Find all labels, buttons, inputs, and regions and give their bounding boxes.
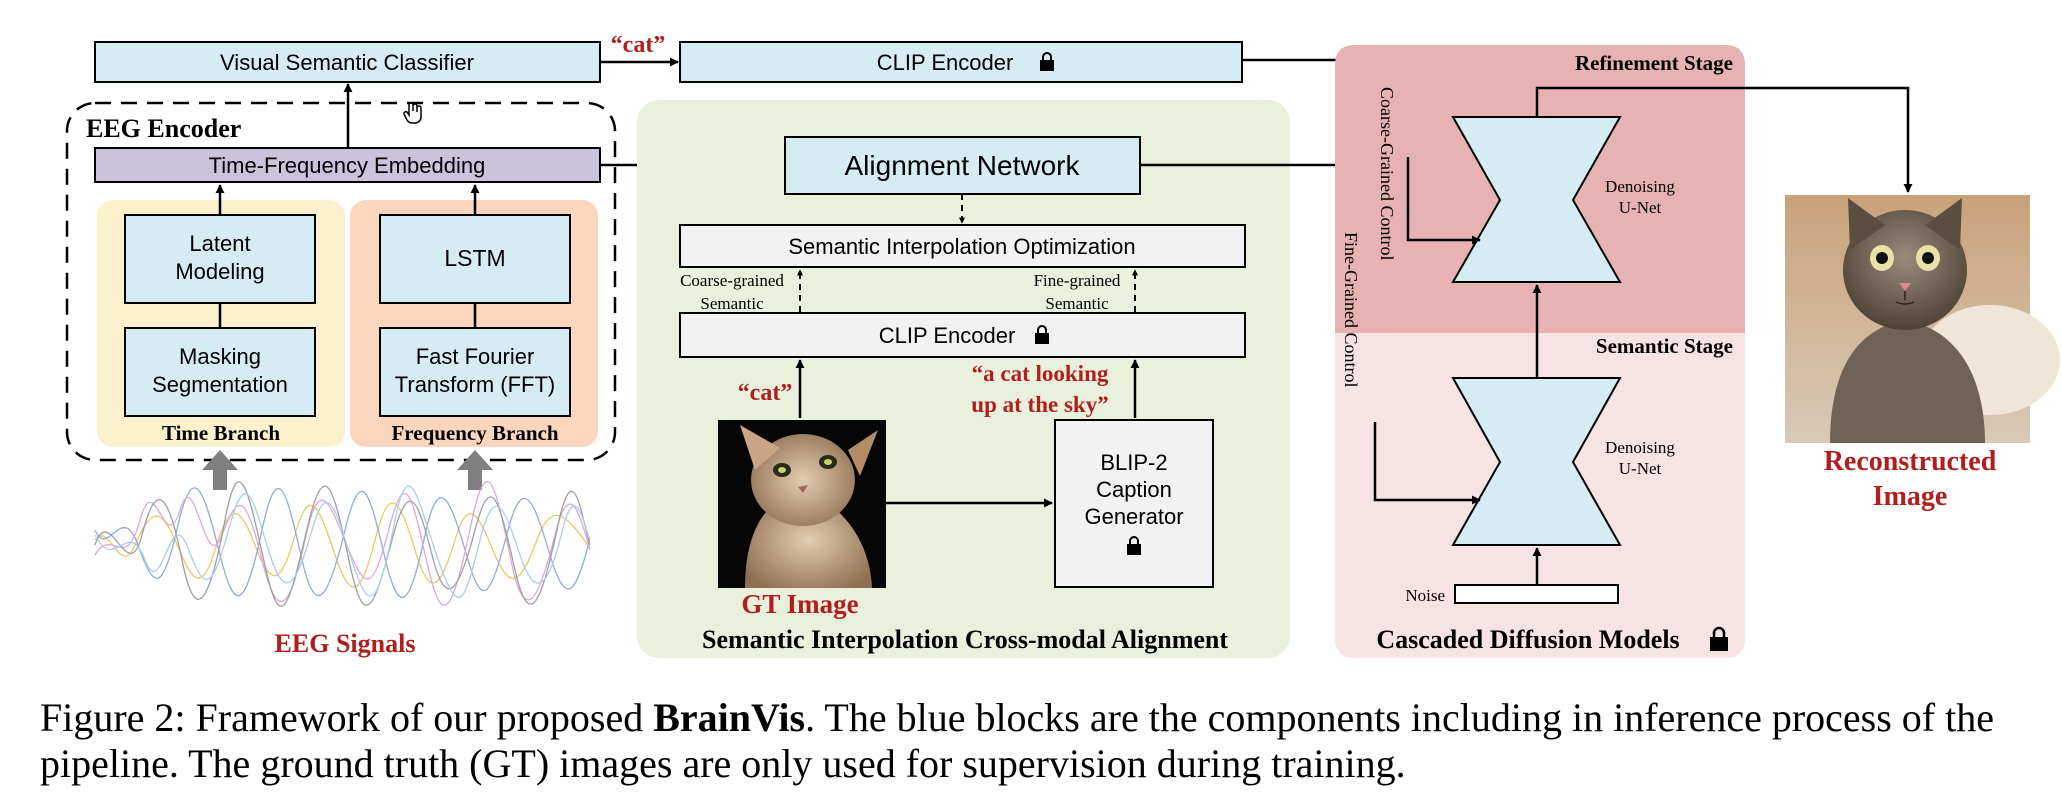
denoising-unet-refinement	[1451, 116, 1622, 283]
alignment-panel-title: Semantic Interpolation Cross-modal Align…	[702, 625, 1228, 654]
caption-prefix: Figure 2: Framework of our proposed	[40, 695, 654, 740]
clip-encoder-mid-label: CLIP Encoder	[879, 323, 1016, 348]
fine-grained-label-2: Semantic	[1045, 294, 1109, 313]
caption-line1-rest: . The blue blocks are the components inc…	[805, 695, 1994, 740]
lstm-block	[379, 214, 571, 304]
fine-grained-control-label: Fine-Grained Control	[1341, 232, 1361, 387]
coarse-grained-label-2: Semantic	[700, 294, 764, 313]
clip-encoder-top-block	[679, 41, 1243, 83]
fine-grained-label-1: Fine-grained	[1034, 271, 1121, 290]
fft-label-2: Transform (FFT)	[395, 372, 556, 397]
frequency-branch-label: Frequency Branch	[391, 421, 558, 445]
lock-icon	[1127, 536, 1141, 555]
gt-image-label: GT Image	[741, 589, 858, 619]
caption-quote-line-2: up at the sky”	[971, 392, 1108, 417]
masking-segmentation-block	[124, 327, 316, 417]
lock-icon	[1040, 52, 1054, 71]
coarse-grained-control-label: Coarse-Grained Control	[1377, 87, 1397, 260]
masking-label-1: Masking	[179, 344, 261, 369]
unet-semantic-label-2: U-Net	[1619, 459, 1662, 478]
sio-label: Semantic Interpolation Optimization	[788, 234, 1135, 259]
caption-quote-line-1: “a cat looking	[972, 361, 1109, 386]
unet-refinement-label-2: U-Net	[1619, 198, 1662, 217]
eeg-signals-label: EEG Signals	[275, 629, 416, 658]
blip2-label-1: BLIP-2	[1100, 450, 1167, 475]
noise-input-block	[1454, 584, 1619, 604]
blip2-label-2: Caption	[1096, 477, 1172, 502]
cat-label-mid: “cat”	[738, 380, 793, 406]
reconstructed-cat-image	[1785, 195, 2060, 443]
eeg-encoder-title: EEG Encoder	[86, 114, 241, 143]
hand-cursor-icon	[403, 102, 422, 124]
lstm-label: LSTM	[444, 245, 505, 271]
cascaded-diffusion-label: Cascaded Diffusion Models	[1376, 625, 1679, 654]
coarse-grained-label-1: Coarse-grained	[680, 271, 784, 290]
masking-label-2: Segmentation	[152, 372, 288, 397]
caption-bold-name: BrainVis	[653, 695, 806, 740]
lock-icon	[1035, 325, 1049, 344]
semantic-interpolation-optimization-block	[679, 224, 1246, 268]
refinement-stage-label: Refinement Stage	[1575, 51, 1733, 75]
caption-line-2: pipeline. The ground truth (GT) images a…	[40, 741, 1406, 786]
blip2-label-3: Generator	[1084, 504, 1183, 529]
eeg-input-arrow-time	[202, 450, 238, 490]
clip-encoder-mid-block	[679, 312, 1246, 358]
time-frequency-embedding-block	[94, 147, 601, 183]
noise-label: Noise	[1405, 586, 1445, 605]
gt-cat-image	[718, 420, 886, 588]
time-frequency-embedding-label: Time-Frequency Embedding	[209, 153, 486, 178]
fft-label-1: Fast Fourier	[416, 344, 535, 369]
denoising-unet-semantic	[1451, 377, 1622, 546]
unet-refinement-label-1: Denoising	[1605, 177, 1675, 196]
unet-semantic-label-1: Denoising	[1605, 438, 1675, 457]
alignment-network-label: Alignment Network	[845, 150, 1081, 181]
figure-caption: Figure 2: Framework of our proposed Brai…	[40, 695, 2040, 787]
latent-modeling-label-2: Modeling	[175, 259, 264, 284]
visual-semantic-classifier-block	[94, 41, 601, 83]
eeg-encoder-frame	[65, 101, 617, 462]
time-branch-label: Time Branch	[162, 421, 280, 445]
semantic-stage-label: Semantic Stage	[1596, 334, 1733, 358]
blip2-caption-generator-block	[1054, 419, 1214, 588]
lock-icon	[1710, 626, 1728, 651]
clip-encoder-top-label: CLIP Encoder	[877, 50, 1014, 75]
latent-modeling-label-1: Latent	[189, 231, 250, 256]
eeg-signal-waves	[94, 481, 591, 607]
reconstructed-label-1: Reconstructed	[1824, 446, 1997, 477]
alignment-network-block	[784, 136, 1141, 195]
reconstructed-label-2: Image	[1873, 481, 1948, 512]
fft-block	[379, 327, 571, 417]
eeg-input-arrow-frequency	[457, 450, 493, 490]
visual-semantic-classifier-label: Visual Semantic Classifier	[220, 50, 474, 75]
cat-label-top: “cat”	[611, 32, 666, 58]
